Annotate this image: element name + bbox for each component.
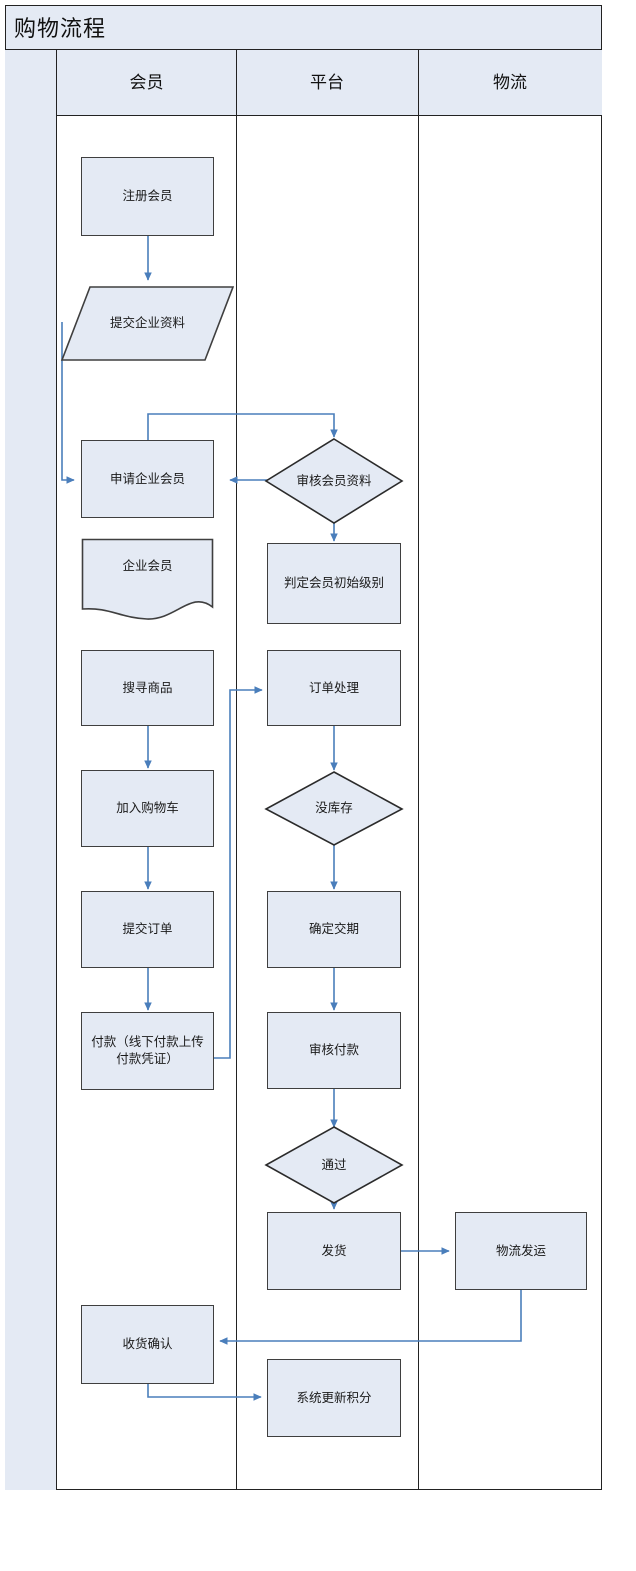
node-register[interactable]: 注册会员 <box>81 157 214 236</box>
lane-header-platform: 平台 <box>310 73 344 92</box>
diamond-shape <box>264 771 404 846</box>
node-label: 物流发运 <box>495 1243 546 1258</box>
node-label: 付款（线下付款上传付款凭证） <box>91 1035 204 1066</box>
swimlane-left-gutter <box>5 50 57 1490</box>
node-apply-corp[interactable]: 申请企业会员 <box>81 440 214 518</box>
diagram-title-bar: 购物流程 <box>5 5 602 50</box>
node-update-points[interactable]: 系统更新积分 <box>267 1359 401 1437</box>
node-label: 审核会员资料 <box>296 473 372 488</box>
node-label: 企业会员 <box>122 559 173 573</box>
node-label: 发货 <box>321 1243 347 1258</box>
node-assign-level[interactable]: 判定会员初始级别 <box>267 543 401 624</box>
lane-divider-2 <box>418 50 419 1490</box>
node-passed[interactable]: 通过 <box>264 1125 404 1205</box>
node-review-payment[interactable]: 审核付款 <box>267 1012 401 1089</box>
node-label: 系统更新积分 <box>296 1390 372 1405</box>
lane-header-member: 会员 <box>129 73 164 92</box>
node-no-stock[interactable]: 没库存 <box>264 770 404 847</box>
node-submit-docs[interactable]: 提交企业资料 <box>60 285 235 362</box>
lane-divider-1 <box>236 50 237 1490</box>
node-label: 搜寻商品 <box>122 680 173 695</box>
node-label: 申请企业会员 <box>109 471 185 486</box>
node-search-goods[interactable]: 搜寻商品 <box>81 650 214 726</box>
node-label: 审核付款 <box>308 1043 359 1057</box>
node-label: 确定交期 <box>308 922 359 936</box>
node-label: 订单处理 <box>308 680 359 695</box>
page-title: 购物流程 <box>14 16 107 41</box>
parallelogram-shape <box>60 286 235 361</box>
node-label: 通过 <box>321 1157 347 1172</box>
document-shape <box>81 538 214 620</box>
node-label: 注册会员 <box>122 189 173 203</box>
node-label: 没库存 <box>315 801 353 815</box>
node-label: 提交订单 <box>122 922 173 936</box>
node-logistics-ship[interactable]: 物流发运 <box>455 1212 587 1290</box>
node-confirm-receipt[interactable]: 收货确认 <box>81 1305 214 1384</box>
node-add-cart[interactable]: 加入购物车 <box>81 770 214 847</box>
node-label: 收货确认 <box>122 1337 173 1351</box>
node-set-delivery[interactable]: 确定交期 <box>267 891 401 968</box>
node-payment[interactable]: 付款（线下付款上传付款凭证） <box>81 1012 214 1090</box>
lane-header-logistics: 物流 <box>493 73 527 92</box>
node-review-member[interactable]: 审核会员资料 <box>264 437 404 525</box>
node-order-process[interactable]: 订单处理 <box>267 650 401 726</box>
node-ship[interactable]: 发货 <box>267 1212 401 1290</box>
diamond-shape <box>264 1126 404 1204</box>
swimlane-header-row <box>5 50 602 116</box>
node-corp-member[interactable]: 企业会员 <box>81 538 214 624</box>
node-label: 判定会员初始级别 <box>283 576 384 590</box>
node-label: 加入购物车 <box>116 801 179 815</box>
diamond-shape <box>264 438 404 524</box>
node-label: 提交企业资料 <box>109 316 185 330</box>
node-submit-order[interactable]: 提交订单 <box>81 891 214 968</box>
